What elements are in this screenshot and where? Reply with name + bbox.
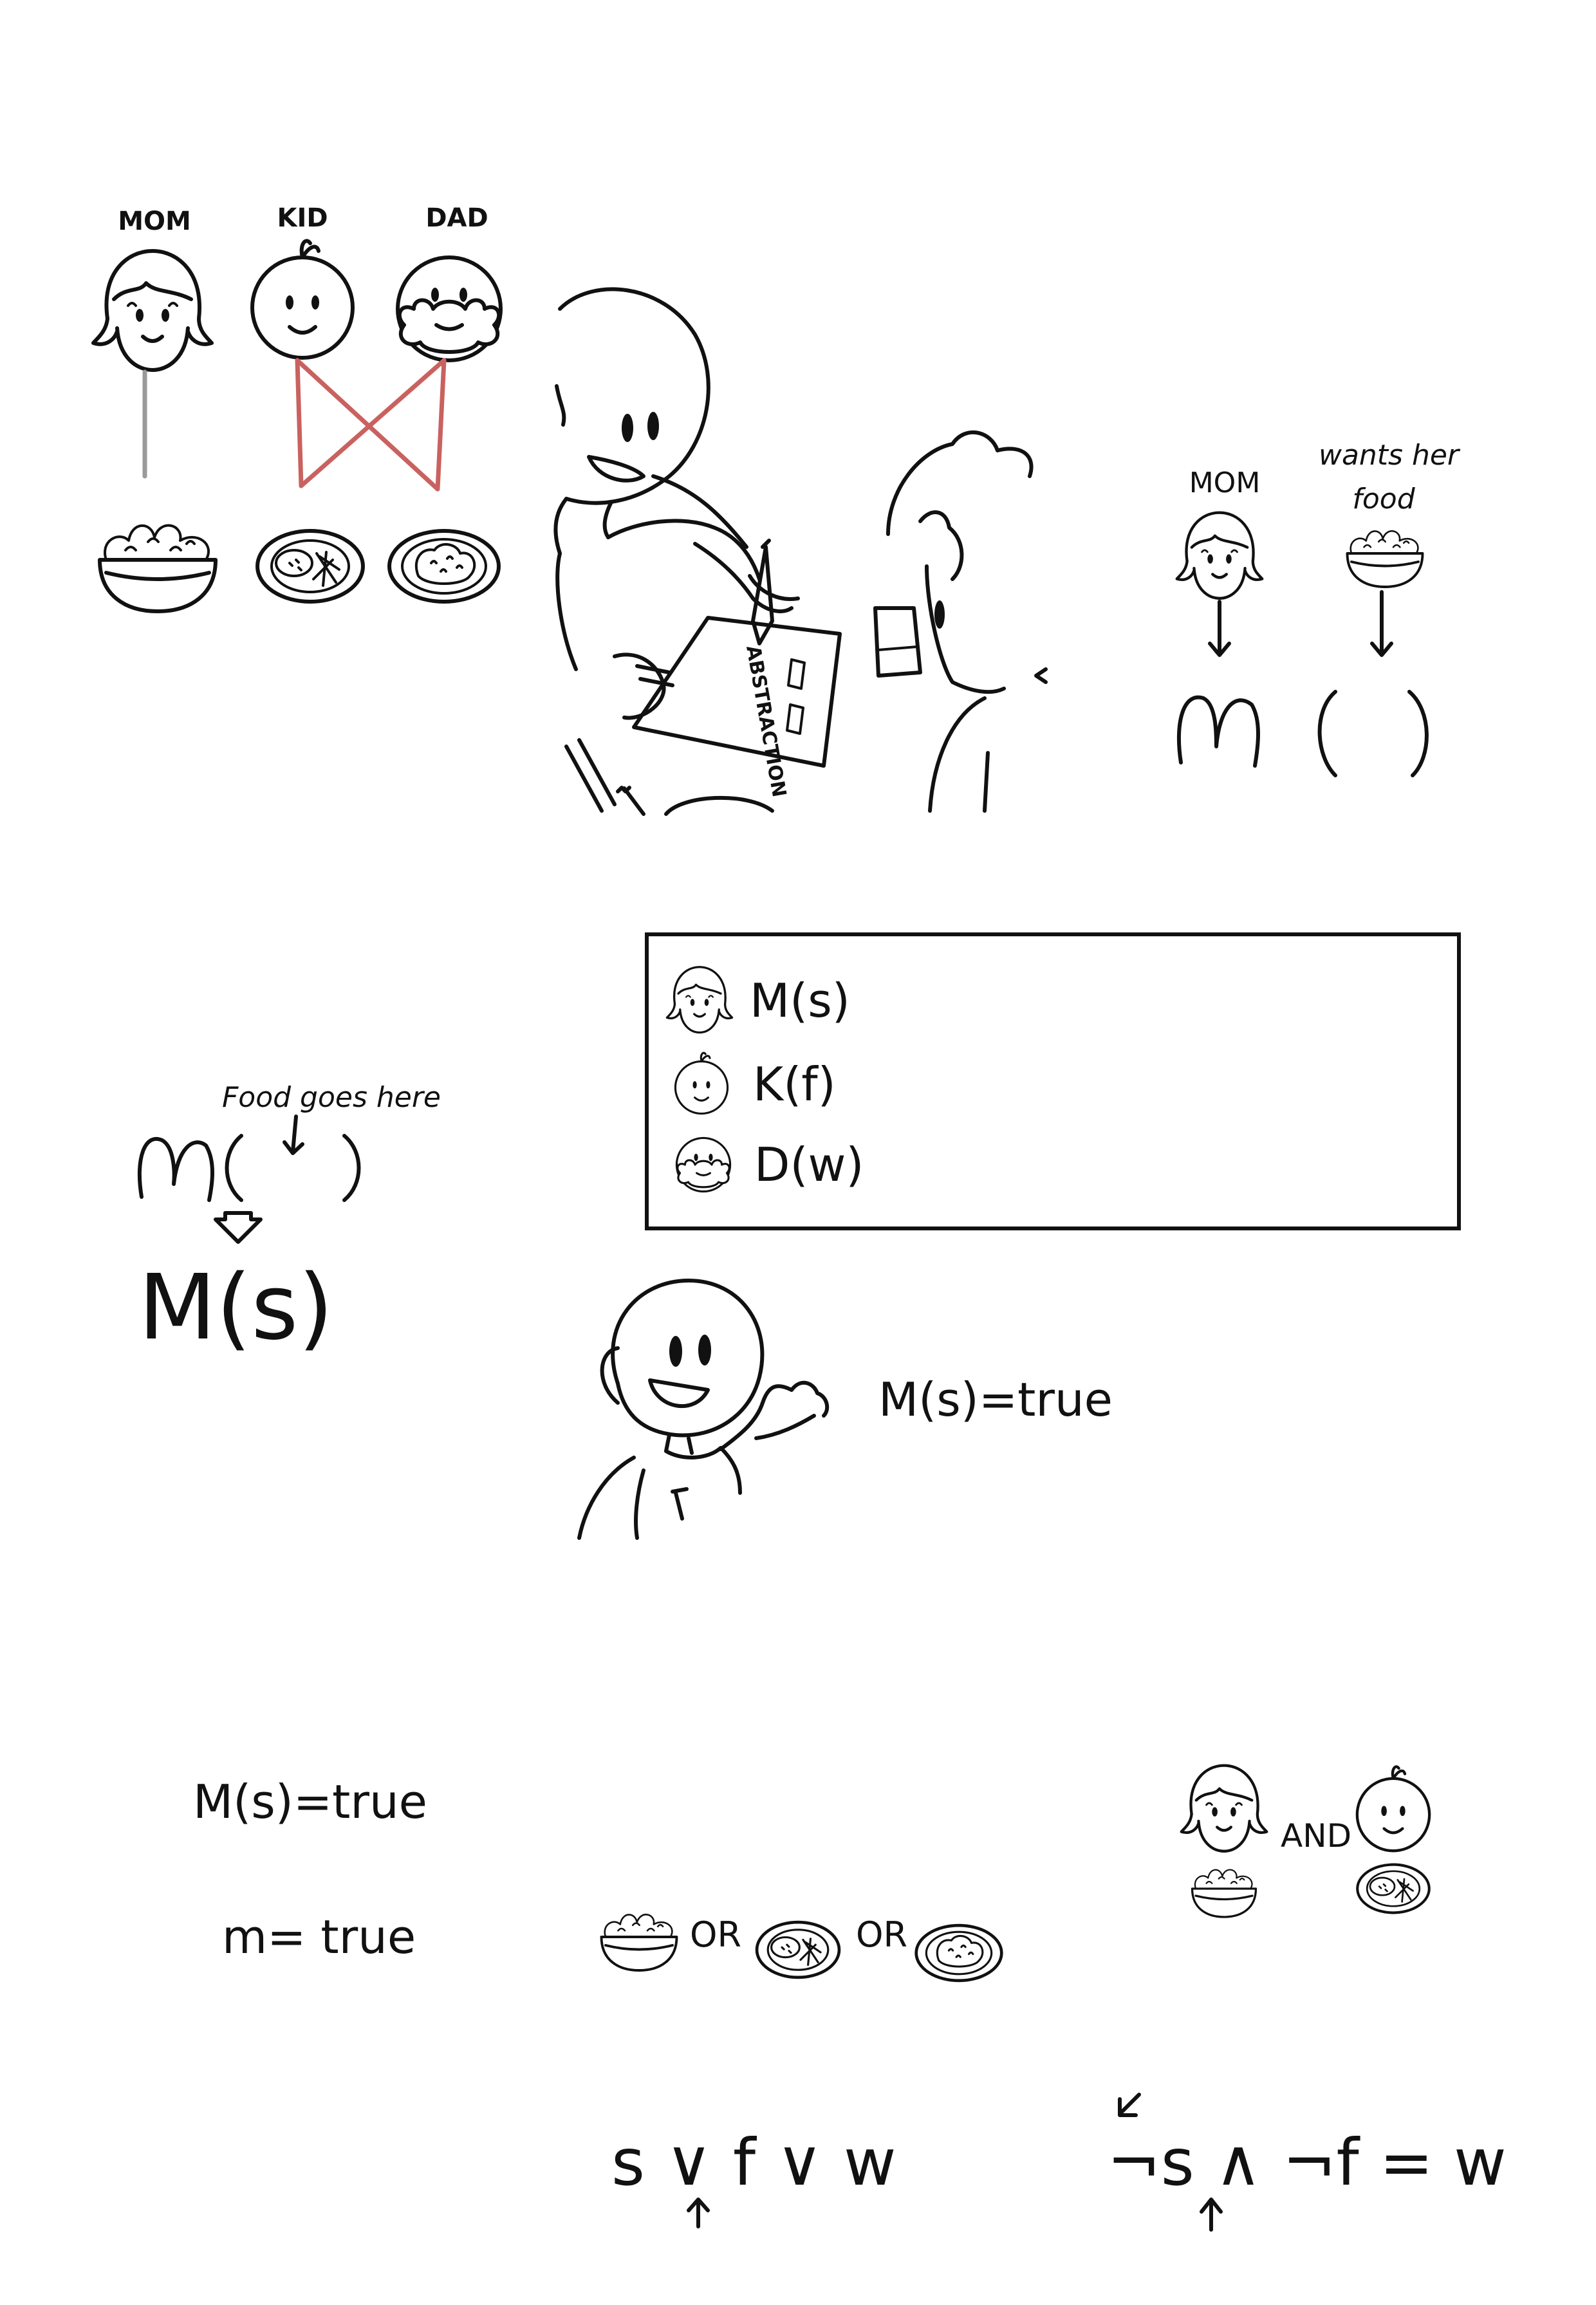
paper-text: ABSTRACTION [741,643,790,799]
salad-bowl-icon-and [1191,1868,1257,1918]
mom-label-right: MOM [1189,467,1261,499]
kid-dad-cross-lines [295,358,447,492]
ms-true-bottom: M(s)=true [193,1775,427,1829]
kid-face-icon-box [674,1051,729,1115]
mom-label: MOM [118,207,191,236]
fries-plate-icon [257,531,363,602]
fries-plate-icon-and [1357,1865,1429,1913]
kid-face-icon-and [1357,1766,1429,1851]
food-goes-here-arrow [283,1115,304,1155]
salad-bowl-icon-or [600,1913,678,1972]
formula-left: s ∨ f ∨ w [611,2125,896,2200]
formula-left-up-arrow [687,2198,710,2228]
and-label: AND [1281,1817,1351,1855]
kid-label: KID [277,203,328,233]
waffle-plate-icon [389,531,499,602]
waffle-plate-icon-or [916,1925,1002,1981]
box-row-mom: M(s) [750,974,850,1028]
formula-right-down-arrow [1118,2093,1141,2117]
wants-her-label: wants her [1319,439,1461,472]
down-block-arrow [214,1211,263,1244]
m-of-s-large: M(s) [138,1255,333,1360]
food-goes-here-label: Food goes here [222,1081,441,1114]
dad-label: DAD [425,203,488,233]
mom-face-icon [93,251,212,370]
salad-bowl-icon [100,525,216,611]
ms-true-mid: M(s)=true [878,1373,1113,1427]
mom-face-icon-box [665,966,734,1034]
fries-plate-icon-or [757,1922,839,1977]
box-row-dad: D(w) [754,1138,864,1192]
dad-face-icon [398,257,501,360]
m-true: m= true [222,1910,416,1964]
or-2: OR [856,1914,907,1955]
mom-face-icon-small [1177,513,1262,598]
waving-character [577,1279,830,1540]
down-arrows [1208,590,1393,657]
food-label: food [1352,483,1415,515]
formula-right-up-arrow [1200,2198,1223,2232]
m-paren-large [1176,690,1429,777]
m-blank-paren [137,1134,361,1202]
formula-right: ¬s ∧ ¬f = w [1107,2125,1507,2200]
dad-face-icon-box [675,1136,732,1193]
kid-face-icon [252,241,353,358]
or-1: OR [690,1914,741,1955]
predicate-box [645,932,1461,1230]
characters-illustration: ABSTRACTION [553,287,1048,816]
salad-bowl-icon-small [1346,530,1424,588]
mom-face-icon-and [1182,1766,1267,1851]
box-row-kid: K(f) [753,1057,836,1111]
